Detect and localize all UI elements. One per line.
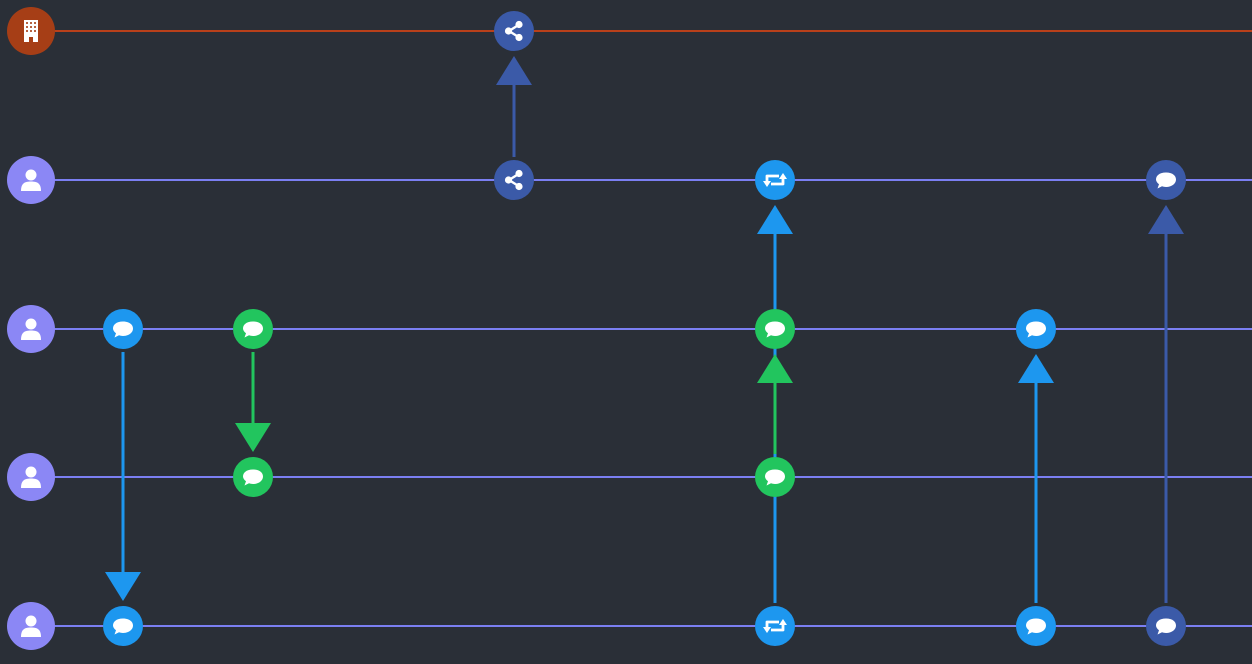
chat-icon: [243, 321, 263, 338]
event-node-share[interactable]: [494, 160, 534, 200]
share-icon: [504, 169, 523, 191]
event-node-chat[interactable]: [233, 457, 273, 497]
event-node-chat[interactable]: [103, 309, 143, 349]
edge-arrow: [496, 56, 532, 157]
event-node-share[interactable]: [494, 11, 534, 51]
chat-icon: [243, 469, 263, 486]
user-icon: [21, 169, 41, 191]
chat-icon: [113, 618, 133, 635]
chat-icon: [765, 321, 785, 338]
event-node-chat[interactable]: [755, 309, 795, 349]
edge-arrow: [235, 352, 271, 452]
retweet-icon: [763, 619, 787, 633]
event-node-chat[interactable]: [233, 309, 273, 349]
event-node-chat[interactable]: [1146, 606, 1186, 646]
retweet-icon: [763, 173, 787, 187]
chat-icon: [1156, 618, 1176, 635]
event-node-retweet[interactable]: [755, 606, 795, 646]
edge-arrow: [1018, 354, 1054, 603]
chat-icon: [1026, 618, 1046, 635]
organization-avatar[interactable]: [7, 7, 55, 55]
chat-icon: [1026, 321, 1046, 338]
event-node-chat[interactable]: [1016, 606, 1056, 646]
event-node-retweet[interactable]: [755, 160, 795, 200]
event-node-chat[interactable]: [755, 457, 795, 497]
share-icon: [504, 20, 523, 42]
building-icon: [24, 20, 38, 42]
event-node-chat[interactable]: [1016, 309, 1056, 349]
chat-icon: [113, 321, 133, 338]
user-icon: [21, 466, 41, 488]
chat-icon: [1156, 172, 1176, 189]
user-avatar[interactable]: [7, 602, 55, 650]
edge-arrow: [757, 354, 793, 454]
edge-arrow: [1148, 205, 1184, 603]
user-avatar[interactable]: [7, 156, 55, 204]
event-node-chat[interactable]: [103, 606, 143, 646]
event-node-chat[interactable]: [1146, 160, 1186, 200]
user-icon: [21, 318, 41, 340]
edge-arrow: [105, 352, 141, 601]
chat-icon: [765, 469, 785, 486]
user-icon: [21, 615, 41, 637]
user-avatar[interactable]: [7, 305, 55, 353]
user-avatar[interactable]: [7, 453, 55, 501]
